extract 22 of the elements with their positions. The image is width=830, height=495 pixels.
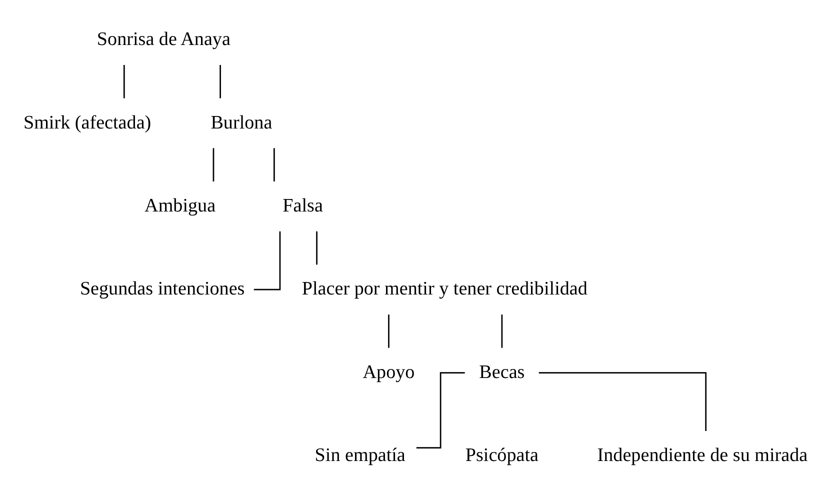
- label: Psicópata: [465, 444, 539, 466]
- node-text: Burlona: [210, 112, 272, 133]
- node-text: Sonrisa de Anaya: [96, 28, 230, 50]
- connector: [212, 148, 214, 181]
- connector: [416, 372, 465, 448]
- connector: [220, 64, 221, 98]
- connector: [316, 230, 318, 264]
- connector: [254, 230, 281, 290]
- connector: [501, 314, 503, 348]
- node-text: Becas: [479, 361, 525, 382]
- connector: [388, 314, 390, 348]
- node-text: Falsa: [282, 194, 323, 216]
- node-text: Sin empatía: [314, 444, 406, 466]
- connector: [538, 372, 707, 431]
- node-text: Segundas intenciones: [80, 278, 245, 300]
- node-text: Independiente de su mirada: [597, 444, 808, 466]
- node-text: Smirk (afectada): [23, 112, 152, 133]
- node-text: Placer por mentir y tener credibilidad: [302, 278, 588, 300]
- node-text: Apoyo: [362, 361, 415, 382]
- connector: [274, 148, 275, 181]
- connector: [123, 64, 125, 98]
- node-text: Ambigua: [144, 194, 216, 216]
